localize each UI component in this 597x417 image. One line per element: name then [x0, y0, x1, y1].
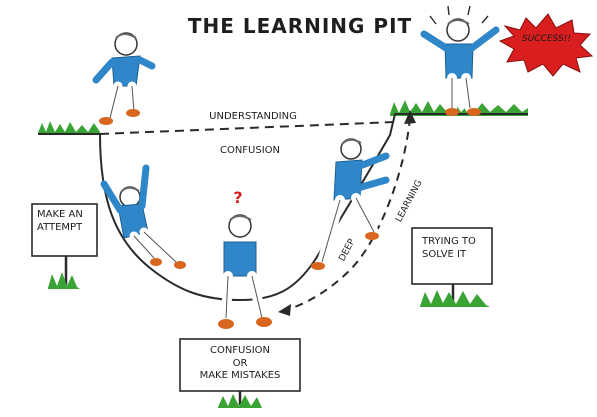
success-sparkle-lines: [429, 5, 489, 25]
success-burst: [498, 13, 594, 77]
label-confusion: CONFUSION: [219, 145, 281, 156]
sign-mistakes: [179, 338, 301, 408]
figure-confused: [218, 214, 272, 329]
page-title: THE LEARNING PIT: [187, 14, 413, 38]
figure-climbing: [311, 138, 390, 270]
sign-make-attempt-text: MAKE AN ATTEMPT: [37, 209, 83, 234]
deep-learning-arrow: [284, 117, 411, 311]
question-mark: ?: [233, 188, 243, 207]
sign-make-attempt: [31, 203, 98, 289]
sign-trying-line-1: TRYING TO: [422, 236, 476, 247]
label-understanding: UNDERSTANDING: [209, 111, 297, 122]
arrowhead-top-icon: [404, 110, 416, 124]
success-label: SUCCESS!!: [522, 34, 571, 44]
figure-sliding: [100, 164, 186, 269]
sign-trying: [411, 227, 493, 307]
sign-trying-line-2: SOLVE IT: [422, 248, 467, 260]
grass-left-ledge: [38, 121, 100, 135]
understanding-dashed-line: [99, 121, 396, 135]
sign-make-attempt-line-2: ATTEMPT: [37, 221, 83, 233]
sign-mistakes-line-2: OR: [232, 357, 248, 369]
sign-mistakes-line-1: CONFUSION: [209, 345, 271, 356]
sign-trying-text: TRYING TO SOLVE IT: [422, 236, 476, 261]
arrowhead-bottom-icon: [278, 304, 291, 316]
figure-success: [420, 18, 500, 116]
grass-right-ledge: [390, 100, 528, 116]
sign-make-attempt-line-1: MAKE AN: [37, 209, 83, 220]
sign-mistakes-line-3: MAKE MISTAKES: [199, 370, 281, 381]
figure-walking: [92, 32, 156, 125]
sign-mistakes-text: CONFUSION OR MAKE MISTAKES: [183, 345, 297, 383]
